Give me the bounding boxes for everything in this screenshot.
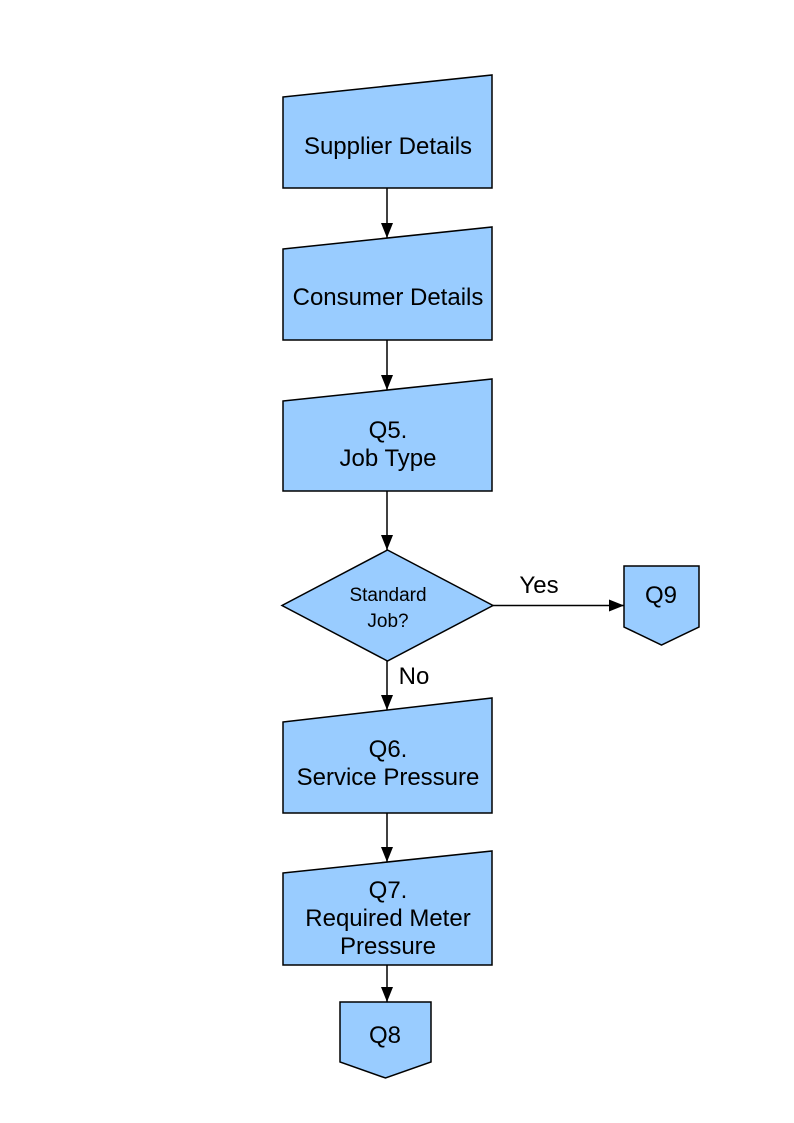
edge-label-no: No — [399, 663, 430, 690]
node-supplier-details — [282, 74, 493, 189]
edge-label-yes: Yes — [519, 572, 558, 599]
node-q5-label-line2: Job Type — [340, 445, 437, 472]
node-decision-label-line2: Job? — [367, 611, 408, 632]
node-consumer-details — [282, 226, 493, 341]
node-q7-label-line1: Q7. — [369, 877, 408, 904]
node-q7-required-meter-pressure — [282, 850, 493, 966]
node-q9-label: Q9 — [645, 582, 677, 609]
node-q7-label-line2: Required Meter — [305, 905, 470, 932]
node-supplier-details-label: Supplier Details — [304, 133, 472, 160]
node-q8-offpage-connector — [339, 1001, 432, 1079]
node-q6-label-line1: Q6. — [369, 736, 408, 763]
node-q9-offpage-connector — [623, 565, 700, 646]
node-decision-label-line1: Standard — [349, 585, 426, 606]
node-consumer-details-label: Consumer Details — [293, 284, 484, 311]
node-q6-service-pressure — [282, 697, 493, 814]
node-decision-standard-job — [280, 549, 495, 662]
node-q8-label: Q8 — [369, 1022, 401, 1049]
node-q5-label-line1: Q5. — [369, 417, 408, 444]
node-q7-label-line3: Pressure — [340, 933, 436, 960]
node-q5-job-type — [282, 378, 493, 492]
node-q6-label-line2: Service Pressure — [297, 764, 480, 791]
